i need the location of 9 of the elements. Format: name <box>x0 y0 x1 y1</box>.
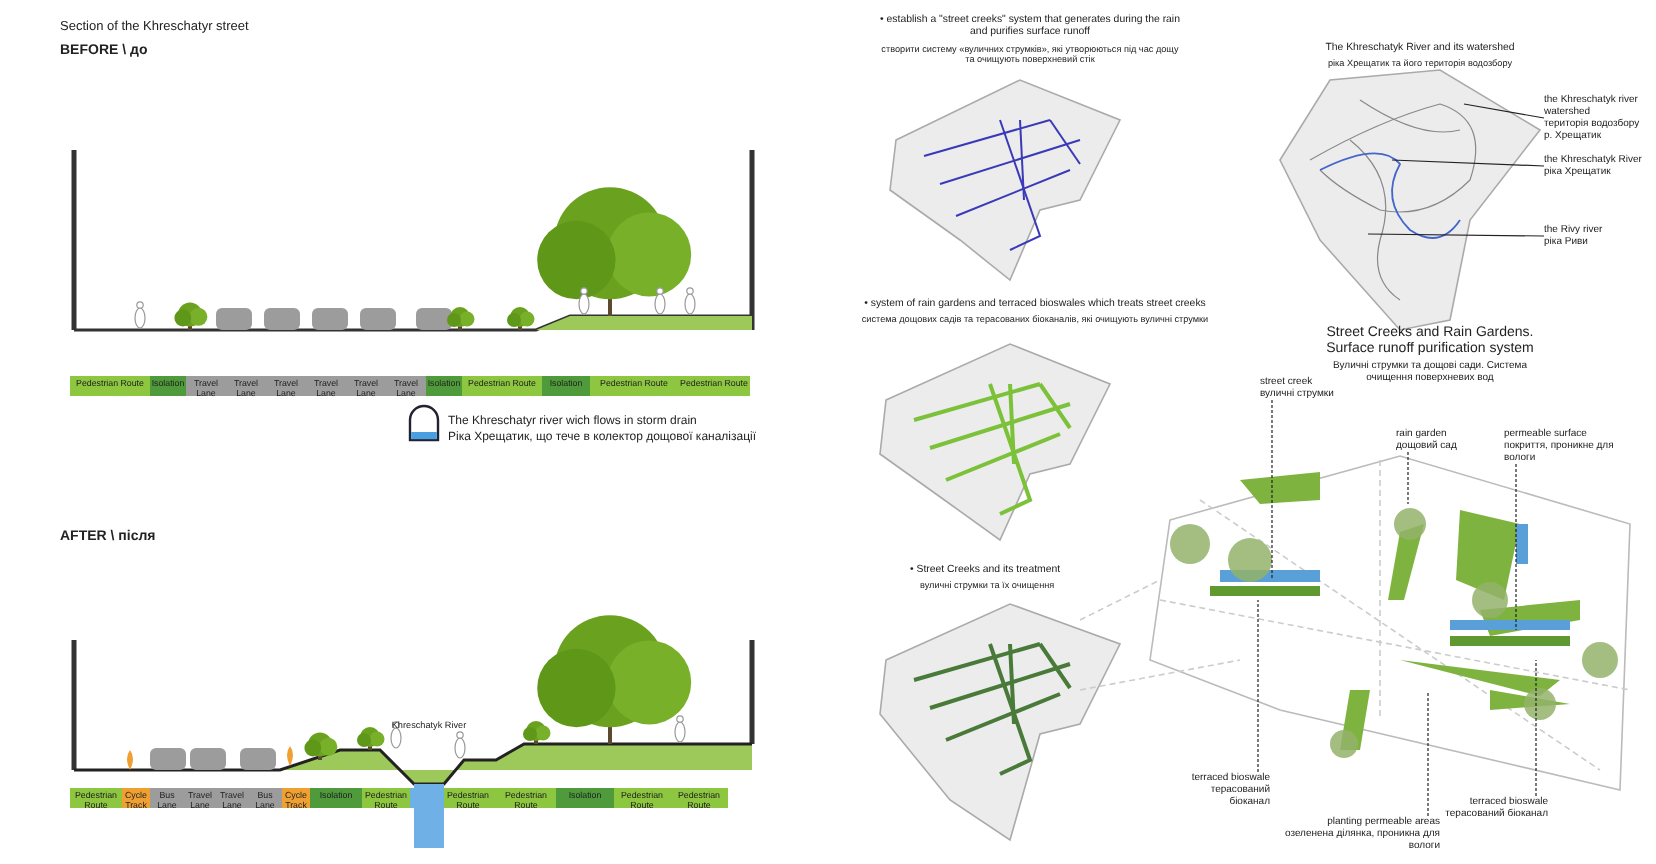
leader-line <box>1407 451 1409 505</box>
leader-line <box>1391 159 1545 167</box>
leader-line <box>1257 599 1259 773</box>
leader-line <box>1515 463 1517 631</box>
leader-line <box>1367 233 1545 237</box>
leader-line <box>1427 691 1429 817</box>
leader-line <box>1463 103 1545 119</box>
leader-line <box>1271 399 1273 581</box>
leader-line <box>1535 659 1537 797</box>
